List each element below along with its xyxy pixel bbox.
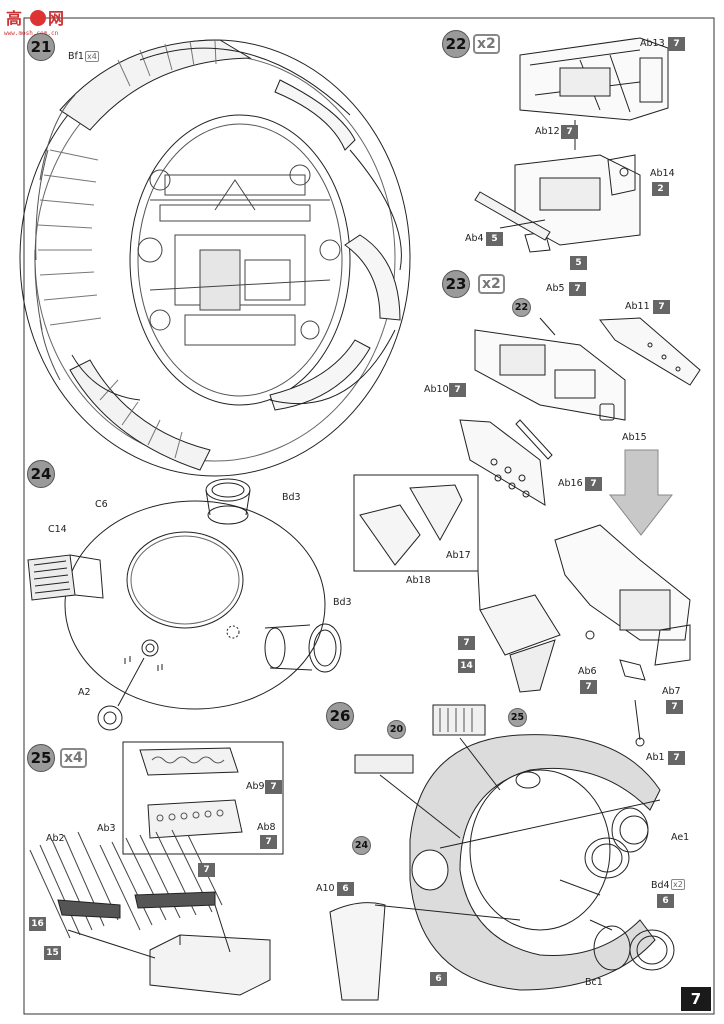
paint-tag-shells-16: 16 xyxy=(29,917,46,931)
part-label-ab7: Ab7 xyxy=(662,686,681,697)
part-label-ab18: Ab18 xyxy=(406,575,431,586)
step-ref-20: 20 xyxy=(387,720,406,739)
step26-drawing xyxy=(329,704,675,1001)
part-label-ab6: Ab6 xyxy=(578,666,597,677)
step-25-multiplier: x4 xyxy=(60,748,87,768)
step-22-multiplier: x2 xyxy=(473,34,500,54)
part-label-ab11: Ab11 xyxy=(625,301,650,312)
part-label-bd4: Bd4 xyxy=(651,880,670,891)
step25-drawing xyxy=(29,741,284,996)
paint-tag-bd4: 6 xyxy=(657,894,674,908)
step-ref-22: 22 xyxy=(512,298,531,317)
paint-tag-ab9: 7 xyxy=(265,780,282,794)
paint-tag-ab4: 5 xyxy=(486,232,503,246)
part-label-bf1: Bf1 xyxy=(68,51,84,62)
step22-drawing xyxy=(474,37,669,253)
step-ref-25: 25 xyxy=(508,708,527,727)
step-25-number: 25 xyxy=(27,744,55,772)
paint-tag-shells-7: 7 xyxy=(198,863,215,877)
part-label-ab15: Ab15 xyxy=(622,432,647,443)
part-label-ae1: Ae1 xyxy=(671,832,690,843)
paint-tag-part5: 5 xyxy=(570,256,587,270)
page-frame xyxy=(23,17,715,1015)
step-23-multiplier: x2 xyxy=(478,274,505,294)
part-label-c14: C14 xyxy=(48,524,67,535)
part-label-bc1: Bc1 xyxy=(585,977,603,988)
part-count-bd4: x2 xyxy=(671,879,685,890)
step-22-number: 22 xyxy=(442,30,470,58)
paint-tag-ab5: 7 xyxy=(569,282,586,296)
part-label-ab3: Ab3 xyxy=(97,823,116,834)
part-label-ab9: Ab9 xyxy=(246,781,265,792)
step-26-number: 26 xyxy=(326,702,354,730)
watermark-url: www.mosh.com.cn xyxy=(4,30,59,37)
paint-tag-ab11: 7 xyxy=(653,300,670,314)
part-label-ab12: Ab12 xyxy=(535,126,560,137)
site-watermark-logo: 高 网 xyxy=(6,9,64,28)
part-label-a2: A2 xyxy=(78,687,91,698)
step-ref-24: 24 xyxy=(352,836,371,855)
svg-text:高: 高 xyxy=(6,9,22,28)
part-label-ab4: Ab4 xyxy=(465,233,484,244)
part-label-ab2: Ab2 xyxy=(46,833,65,844)
paint-tag-hull-6: 6 xyxy=(430,972,447,986)
paint-tag-ab13: 7 xyxy=(668,37,685,51)
svg-text:网: 网 xyxy=(48,9,64,28)
step21-wheel-drawing xyxy=(19,39,411,477)
paint-tag-tray-14: 14 xyxy=(458,659,475,673)
paint-tag-ab7: 7 xyxy=(666,700,683,714)
part-label-ab14: Ab14 xyxy=(650,168,675,179)
page-number: 7 xyxy=(681,987,711,1011)
paint-tag-ab1: 7 xyxy=(668,751,685,765)
paint-tag-ab14: 2 xyxy=(652,182,669,196)
step23-drawing xyxy=(353,317,701,747)
part-label-ab13: Ab13 xyxy=(640,38,665,49)
step24-drawing xyxy=(27,478,342,731)
part-label-ab1: Ab1 xyxy=(646,752,665,763)
paint-tag-ab10: 7 xyxy=(449,383,466,397)
part-label-c6: C6 xyxy=(95,499,108,510)
paint-tag-a10: 6 xyxy=(337,882,354,896)
paint-tag-shells-15: 15 xyxy=(44,946,61,960)
part-label-ab10: Ab10 xyxy=(424,384,449,395)
step-23-number: 23 xyxy=(442,270,470,298)
part-label-ab8: Ab8 xyxy=(257,822,276,833)
part-count-bf1: x4 xyxy=(85,51,99,62)
part-label-bd3-side: Bd3 xyxy=(333,597,352,608)
paint-tag-ab12: 7 xyxy=(561,125,578,139)
step-24-number: 24 xyxy=(27,460,55,488)
paint-tag-ab16: 7 xyxy=(585,477,602,491)
part-label-a10: A10 xyxy=(316,883,335,894)
part-label-bd3-top: Bd3 xyxy=(282,492,301,503)
part-label-ab16: Ab16 xyxy=(558,478,583,489)
paint-tag-tray-7: 7 xyxy=(458,636,475,650)
part-label-ab17: Ab17 xyxy=(446,550,471,561)
part-label-ab5: Ab5 xyxy=(546,283,565,294)
step-21-number: 21 xyxy=(27,33,55,61)
paint-tag-ab8: 7 xyxy=(260,835,277,849)
paint-tag-ab6: 7 xyxy=(580,680,597,694)
